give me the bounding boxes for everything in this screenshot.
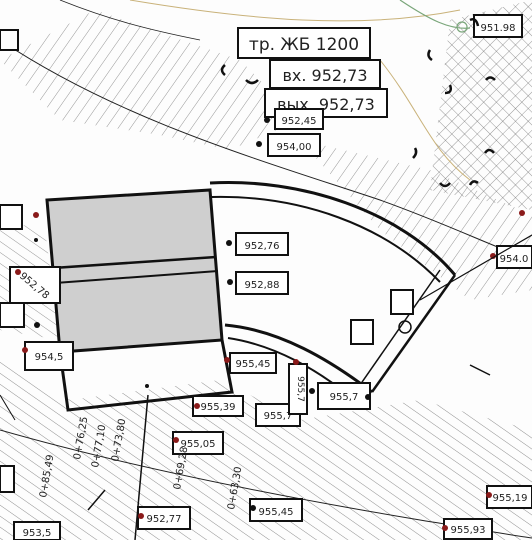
elevation-box — [172, 431, 224, 455]
elevation-box — [24, 341, 74, 371]
elevation-box-partial — [0, 204, 23, 230]
elevation-box — [496, 245, 532, 269]
survey-line — [419, 234, 532, 301]
pipe-title: тр. ЖБ 1200 — [249, 35, 359, 55]
spot-elevation: 955,7 — [264, 411, 293, 422]
inlet-elevation: вх. 952,73 — [282, 66, 367, 85]
elevation-box-partial — [0, 302, 25, 328]
outlet-wall — [370, 274, 457, 393]
elevation-box — [192, 395, 244, 417]
culvert-joint — [52, 255, 217, 270]
structure-block — [390, 289, 414, 315]
spot-elevation: 953,5 — [23, 528, 52, 539]
spot-elevation: 952,76 — [245, 241, 280, 252]
wing-wall-outer — [209, 181, 457, 276]
structure-block — [350, 319, 374, 345]
road-edge — [59, 0, 201, 41]
elevation-box-partial — [0, 29, 19, 51]
inlet-apron — [58, 339, 234, 412]
survey-line — [469, 364, 491, 376]
spot-elevation: 955,45 — [259, 507, 294, 518]
spot-elevation: 952,88 — [245, 280, 280, 291]
elevation-box — [249, 498, 303, 522]
elevation-box — [267, 133, 321, 157]
elevation-box — [473, 14, 523, 38]
spot-elevation: 954,5 — [35, 352, 64, 363]
pipe-title-box — [237, 27, 371, 59]
spot-elevation: 955,45 — [236, 359, 271, 370]
spot-elevation: 955,19 — [493, 493, 528, 504]
spot-elevation: 955,39 — [201, 402, 236, 413]
contour-line — [379, 59, 471, 181]
wing-wall-outer — [224, 323, 373, 394]
elevation-box — [13, 521, 61, 540]
spot-elevation: 952,45 — [282, 116, 317, 127]
contour-line — [129, 0, 461, 22]
outlet-wall — [359, 269, 441, 386]
elevation-box-partial — [0, 465, 15, 493]
spot-elevation: 955,7 — [295, 376, 305, 402]
spot-elevation: 954.0 — [500, 254, 529, 265]
survey-line — [0, 394, 16, 421]
survey-line — [87, 489, 106, 511]
elevation-box — [235, 271, 289, 295]
elevation-box — [137, 506, 191, 530]
survey-points — [15, 117, 525, 531]
spot-elevation: 955,05 — [181, 439, 216, 450]
spot-elevation: 955,7 — [330, 392, 359, 403]
road-edge — [0, 39, 532, 261]
shrub-symbols — [220, 18, 496, 188]
elevation-box — [235, 232, 289, 256]
culvert-body — [45, 188, 224, 354]
elevation-box — [229, 352, 277, 374]
spot-elevation: 955,93 — [451, 525, 486, 536]
vegetation-line — [399, 0, 471, 29]
slope-hatch-lower — [0, 360, 532, 540]
slope-hatch-right — [300, 140, 532, 300]
elevation-box — [274, 108, 324, 130]
crosshatch-area — [430, 0, 532, 210]
culvert-joint — [54, 270, 219, 284]
vegetation-circle — [456, 21, 468, 33]
spot-elevation: 951.98 — [481, 23, 516, 34]
spot-elevation: 954,00 — [277, 142, 312, 153]
slope-hatch-upper — [0, 10, 300, 150]
manhole-symbol — [398, 320, 412, 334]
wing-wall-inner — [211, 195, 441, 283]
spot-elevation: 952,77 — [147, 514, 182, 525]
